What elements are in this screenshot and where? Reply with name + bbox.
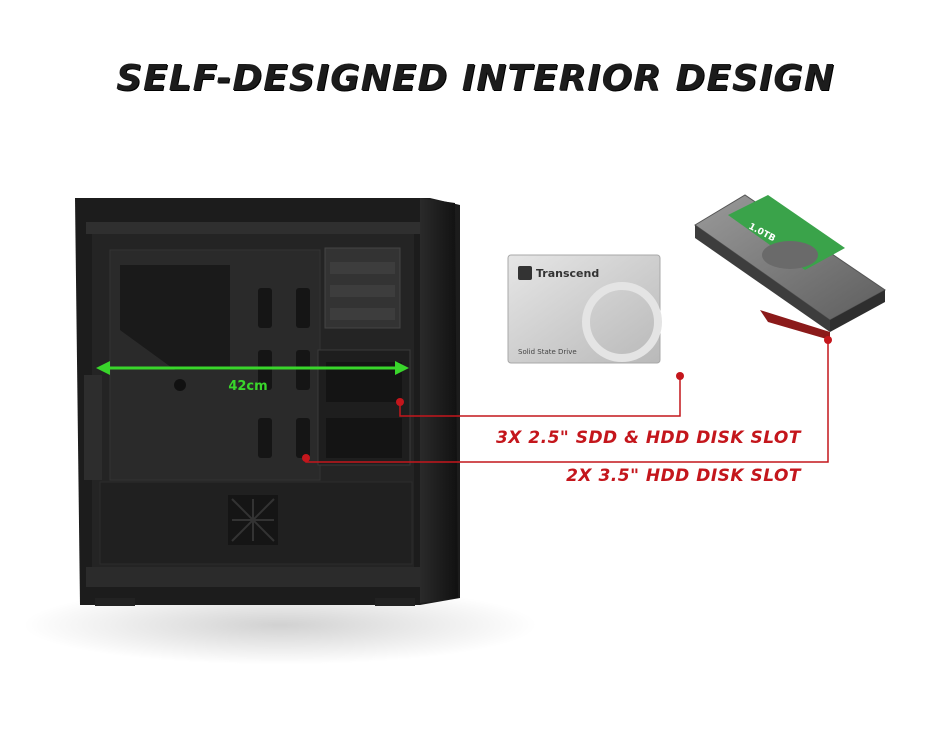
dimension-label: 42cm [228,379,267,394]
standoff [174,379,186,391]
hdd-tray [326,418,402,458]
measure-arrow-right [395,361,409,375]
case-foot [95,598,135,606]
cable-hole [258,350,272,390]
callout-dot [302,454,310,462]
callout-dot [824,336,832,344]
callout-hdd-slots: 2X 3.5" HDD DISK SLOT [566,466,801,486]
hdd-edge [830,290,885,332]
ssd-brand-icon [518,266,532,280]
width-measure [96,361,409,375]
cable-hole [296,350,310,390]
bottom-rail [86,567,420,587]
callout-lines [302,336,832,463]
callout-dot [676,372,684,380]
ssd-bay-slot [330,285,395,297]
callout-dot [396,398,404,406]
case-foot [375,598,415,606]
ssd-sub-label: Solid State Drive [518,348,577,356]
headline: SELF-DESIGNED INTERIOR DESIGN [116,58,835,99]
callout-ssd-slots: 3X 2.5" SDD & HDD DISK SLOT [495,428,801,448]
ssd-logo-mark [582,282,662,362]
expansion-slots [84,375,102,480]
ssd-bay-slot [330,262,395,274]
measure-arrow-left [96,361,110,375]
hdd-side [695,225,830,332]
hdd-spindle [762,241,818,269]
cable-hole [258,418,272,458]
front-panel [420,198,458,603]
ssd-brand: Transcend [536,267,599,280]
cable-hole [296,288,310,328]
pc-case [75,198,460,606]
ssd-bay-slot [330,308,395,320]
shroud-vent-grid [231,498,275,542]
cable-hole [296,418,310,458]
top-rail [86,222,420,234]
callout-line-ssd [399,376,681,417]
cable-hole [258,288,272,328]
ssd-drive [507,254,662,364]
cpu-cutout [120,265,230,370]
hdd-drive [694,194,886,340]
hdd-pcb [760,310,830,340]
